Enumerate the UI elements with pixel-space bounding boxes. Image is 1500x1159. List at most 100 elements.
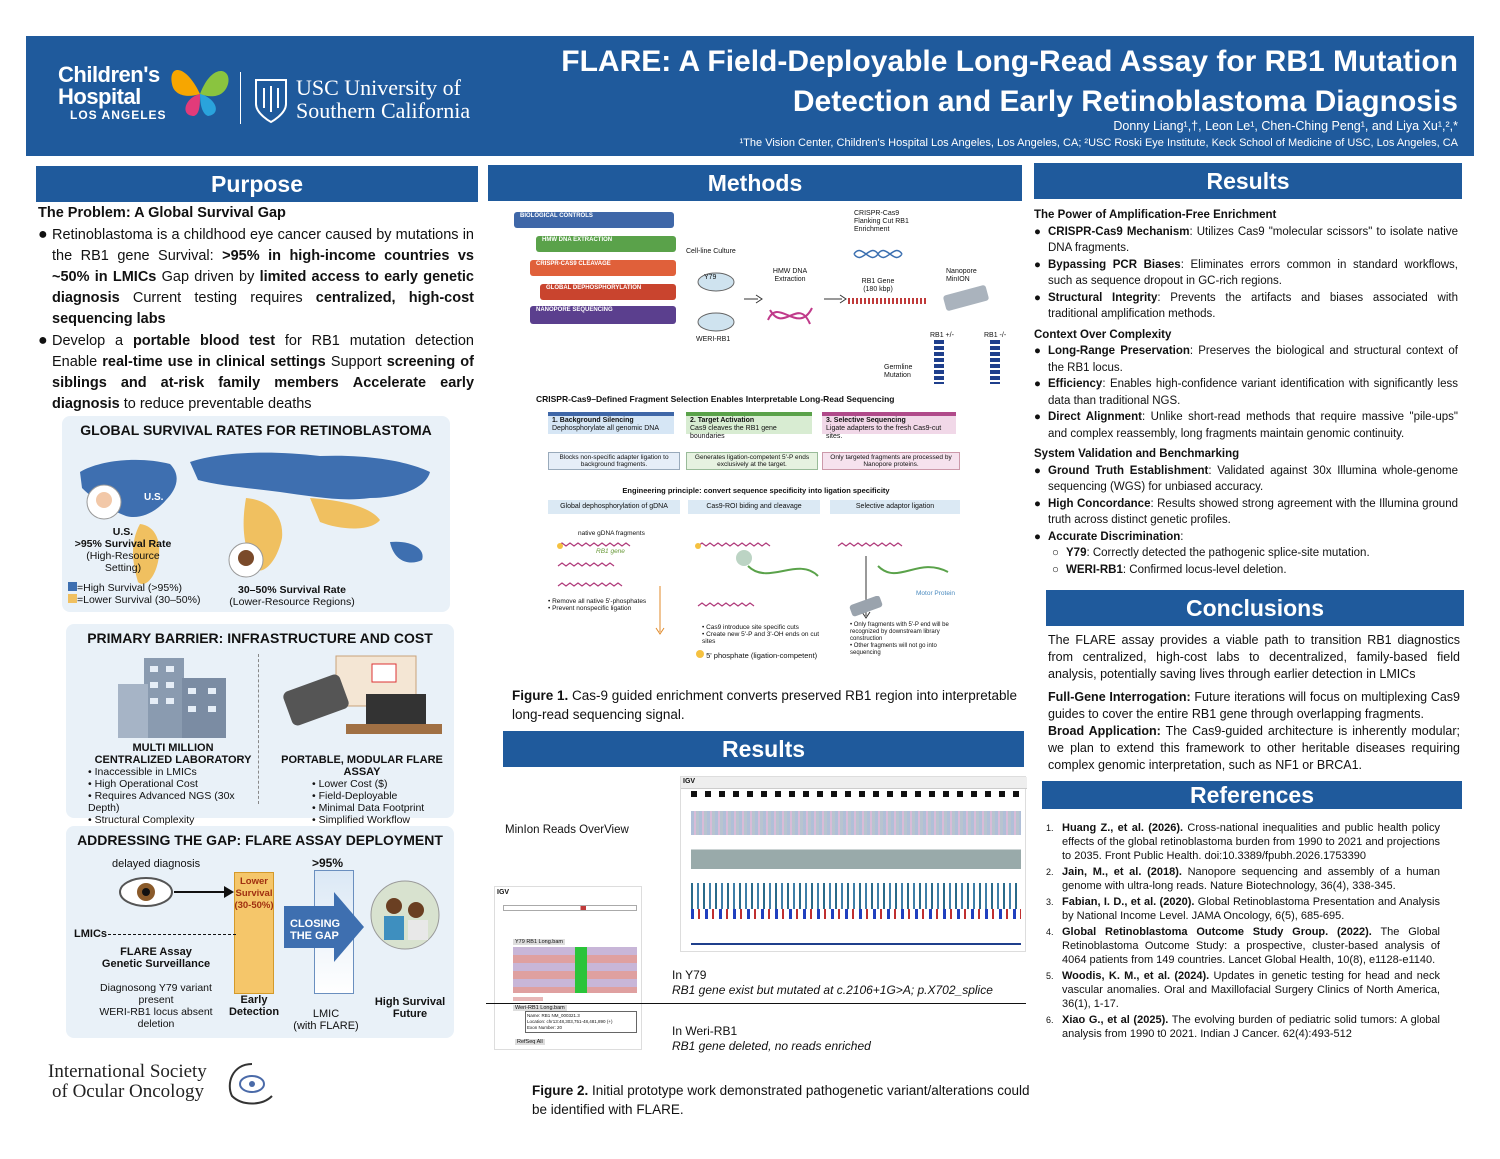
conclusions-p1: The FLARE assay provides a viable path t… [1048,633,1460,681]
results-sec1-heading: The Power of Amplification-Free Enrichme… [1034,209,1277,221]
affiliations: ¹The Vision Center, Children's Hospital … [739,137,1458,149]
conclusions-p2: Full-Gene Interrogation: Future iteratio… [1048,690,1461,721]
lmics-label: LMICs [74,928,107,940]
legend-high-swatch [68,582,77,591]
weri-label: WERI-RB1 [696,336,731,343]
isoo-eye-icon [228,1063,273,1105]
native-label: native gDNA fragments [578,530,645,537]
lmics-dashed-line [108,934,236,935]
methods-heading: Methods [488,165,1022,201]
igv-detail-chromosome [503,905,637,911]
gt95-label: >95% [312,856,344,870]
survival-panel-title: GLOBAL SURVIVAL RATES FOR RETINOBLASTOMA [80,422,432,438]
flare-assay-info: PORTABLE, MODULAR FLARE ASSAY • Lower Co… [281,754,443,826]
igv-detail-view: IGV Y79 RB1 Long.bam Weri-RB1 Long.bam N… [494,886,642,1050]
dna-strands-icon [557,542,949,635]
usc-logo: USC University of Southern California [296,76,470,122]
lower-survival-bar [234,872,274,994]
step-nanopore: NANOPORE SEQUENCING [530,306,676,324]
y79-track-label: Y79 RB1 Long.bam [513,939,566,945]
diagnosis-info: Diagnosong Y79 variant present WERI-RB1 … [99,982,213,1030]
chromosome-het [934,340,944,384]
butterfly-logo-icon [171,70,229,116]
igv-variant-track [691,909,1021,919]
reference-item: 6.Xiao G., et al (2025). The evolving bu… [1046,1014,1440,1040]
purpose-heading: Purpose [36,166,478,202]
low-survival-caption: 30–50% Survival Rate (Lower-Resource Reg… [229,584,355,608]
phosphate-icon [696,650,704,658]
reference-item: 1.Huang Z., et al. (2026). Cross-nationa… [1046,822,1441,862]
arrow-right-icon [174,886,234,898]
reference-item: 3.Fabian, I. D., et al. (2020). Global R… [1046,896,1440,922]
cell-line-label: Cell-line Culture [686,248,736,255]
us-map-label: U.S. [144,492,164,503]
gap-panel: ADDRESSING THE GAP: FLARE ASSAY DEPLOYME… [66,826,454,1038]
child-avatar-icon-2 [228,542,264,578]
isoo-line2: of Ocular Oncology [52,1081,204,1102]
igv-toolbar [681,777,1027,789]
results-item: ●Accurate Discrimination: [1034,530,1184,543]
results-sec2-heading: Context Over Complexity [1034,328,1172,341]
igv-ruler [691,791,1021,797]
early-detection-label: Early Detection [228,994,280,1018]
poster-title-line1: FLARE: A Field-Deployable Long-Read Assa… [561,45,1458,78]
flare-surveillance: FLARE Assay Genetic Surveillance [101,946,211,970]
portable-assay-icon [283,655,442,734]
rb1-gene-label: RB1 Gene (180 kbp) [861,278,895,293]
igv-detail-label: IGV [497,889,510,896]
delayed-diagnosis-label: delayed diagnosis [112,858,201,870]
bullet-icon: ● [38,332,48,349]
reference-item: 5.Woodis, K. M., et al. (2024). Updates … [1046,970,1440,1010]
barrier-panel: PRIMARY BARRIER: INFRASTRUCTURE AND COST… [66,624,454,826]
conclusions-p3: Broad Application: The Cas9-guided archi… [1048,724,1461,772]
minion-overview-label: MinIon Reads OverView [505,824,629,836]
workflow-arrows-icon [744,294,847,304]
isoo-line1: International Society [48,1061,207,1082]
results-body: The Power of Amplification-Free Enrichme… [1034,205,1458,578]
poster-title: FLARE: A Field-Deployable Long-Read Assa… [558,42,1458,122]
us-survival-caption: U.S. >95% Survival Rate (High-Resource S… [74,526,172,574]
child-avatar-icon [86,484,122,520]
motor-protein-label: Motor Protein [916,590,956,597]
reference-item: 4.Global Retinoblastoma Outcome Study Gr… [1046,926,1441,966]
conclusions-heading: Conclusions [1046,590,1464,626]
diagram-title: CRISPR-Cas9–Defined Fragment Selection E… [536,394,895,404]
col1-label: Global dephosphorylation of gDNA [548,500,680,514]
y79-variant-column [575,947,587,993]
usc-logo-line1: USC University of [296,75,461,100]
rb1-het-label: RB1 +/- [930,332,954,339]
centralized-lab-info: MULTI MILLION CENTRALIZED LABORATORY • I… [88,742,252,826]
results-item: ●High Concordance: Results showed strong… [1034,497,1458,527]
minion-device-icon [943,285,989,311]
col2-label: Cas9-ROI biding and cleavage [688,500,820,514]
only-fragments-notes: • Only fragments with 5'-P end will be r… [850,622,949,656]
doctor-patient-icon [370,880,440,950]
world-map-icon [80,452,430,584]
rb1-gene-small-label: RB1 gene [596,548,625,555]
logo-divider [240,72,241,124]
reference-item: 2.Jain, M., et al. (2018). Nanopore sequ… [1046,866,1440,892]
chla-logo-line1: Children's [58,62,160,87]
purpose-bullet-2: ● Develop a portable blood test for RB1 … [38,331,474,415]
laboratory-building-icon [118,658,226,738]
survival-rates-panel: GLOBAL SURVIVAL RATES FOR RETINOBLASTOMA… [62,416,450,612]
high-survival-future-label: High Survival Future [374,996,446,1020]
step-hmw-dna: HMW DNA EXTRACTION [536,236,676,252]
chla-logo: Children's Hospital LOS ANGELES [58,62,198,123]
usc-seal-icon [255,79,287,124]
results-heading: Results [1034,163,1462,199]
step-crispr: CRISPR-CAS9 CLEAVAGE [530,260,676,276]
results-item: ●Efficiency: Enables high-confidence var… [1034,378,1458,407]
purpose-bullet-1: ● Retinoblastoma is a childhood eye canc… [38,225,474,330]
chromosome-hom [990,340,1000,384]
results-subitem: ○Y79: Correctly detected the pathogenic … [1052,547,1370,559]
problem-heading: The Problem: A Global Survival Gap [38,205,286,221]
dna-helix-icon [853,249,903,259]
igv-gene-track [691,943,1021,945]
dna-tangle-icon [767,307,813,325]
results-item: ●Bypassing PCR Biases: Eliminates errors… [1034,258,1458,288]
weri-result: In Weri-RB1 RB1 gene deleted, no reads e… [672,1024,871,1053]
figure1-caption: Figure 1. Cas-9 guided enrichment conver… [512,688,1018,722]
references-heading: References [1042,781,1462,809]
